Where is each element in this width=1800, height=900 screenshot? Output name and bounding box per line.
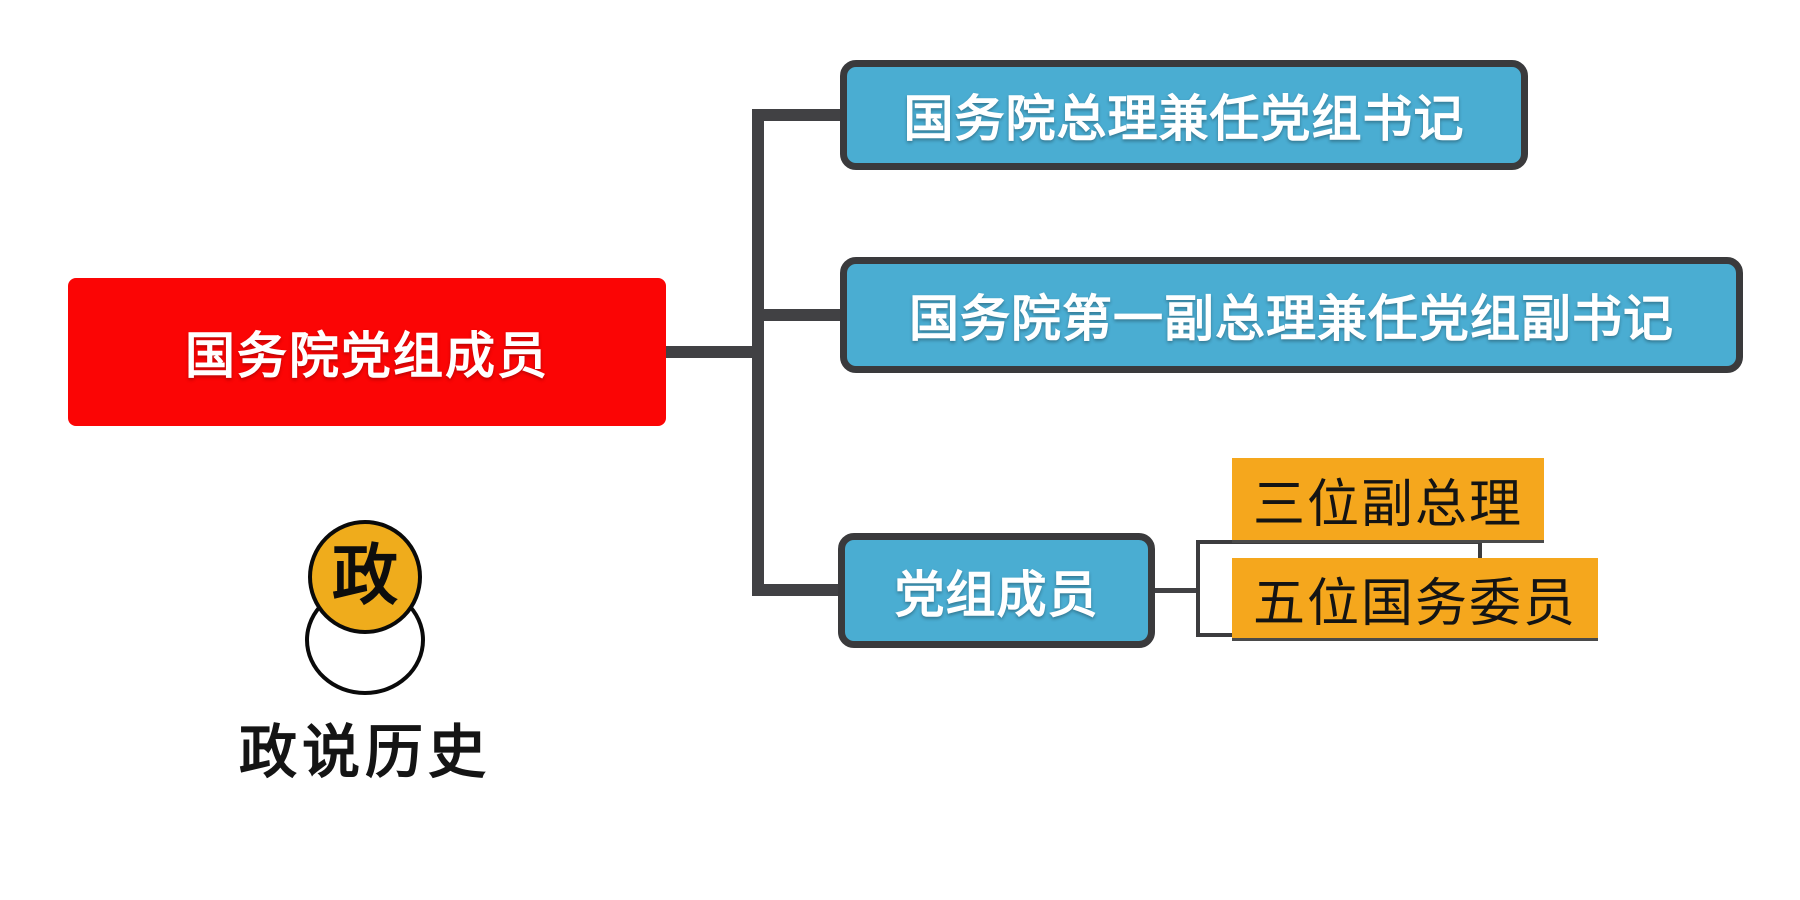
leaf-three-vice-premiers: 三位副总理 bbox=[1232, 458, 1544, 540]
connector-trunk-vertical bbox=[752, 109, 764, 596]
connector-root-to-trunk bbox=[666, 346, 758, 358]
logo-title: 政说历史 bbox=[238, 720, 491, 785]
connector-members-to-bracket bbox=[1155, 588, 1198, 593]
leaf-three-vice-premiers-label: 三位副总理 bbox=[1252, 475, 1523, 534]
node-first-vice-premier-deputy-secretary-label: 国务院第一副总理兼任党组副书记 bbox=[909, 291, 1674, 347]
logo-badge-icon: 政 bbox=[308, 520, 422, 634]
node-party-group-members-label: 党组成员 bbox=[894, 566, 1099, 623]
leaf-five-state-councilors-label: 五位国务委员 bbox=[1252, 574, 1577, 633]
connector-stub-vice-premier bbox=[752, 309, 844, 321]
node-first-vice-premier-deputy-secretary: 国务院第一副总理兼任党组副书记 bbox=[840, 257, 1743, 373]
logo-badge-char: 政 bbox=[332, 540, 398, 613]
node-premier-secretary: 国务院总理兼任党组书记 bbox=[840, 60, 1528, 170]
root-node: 国务院党组成员 bbox=[68, 278, 666, 426]
node-party-group-members: 党组成员 bbox=[838, 533, 1155, 648]
node-premier-secretary-label: 国务院总理兼任党组书记 bbox=[903, 91, 1465, 147]
root-node-label: 国务院党组成员 bbox=[185, 328, 549, 384]
connector-stub-premier bbox=[752, 109, 844, 121]
leaf-five-state-councilors: 五位国务委员 bbox=[1232, 558, 1598, 638]
connector-stub-members bbox=[752, 584, 844, 596]
